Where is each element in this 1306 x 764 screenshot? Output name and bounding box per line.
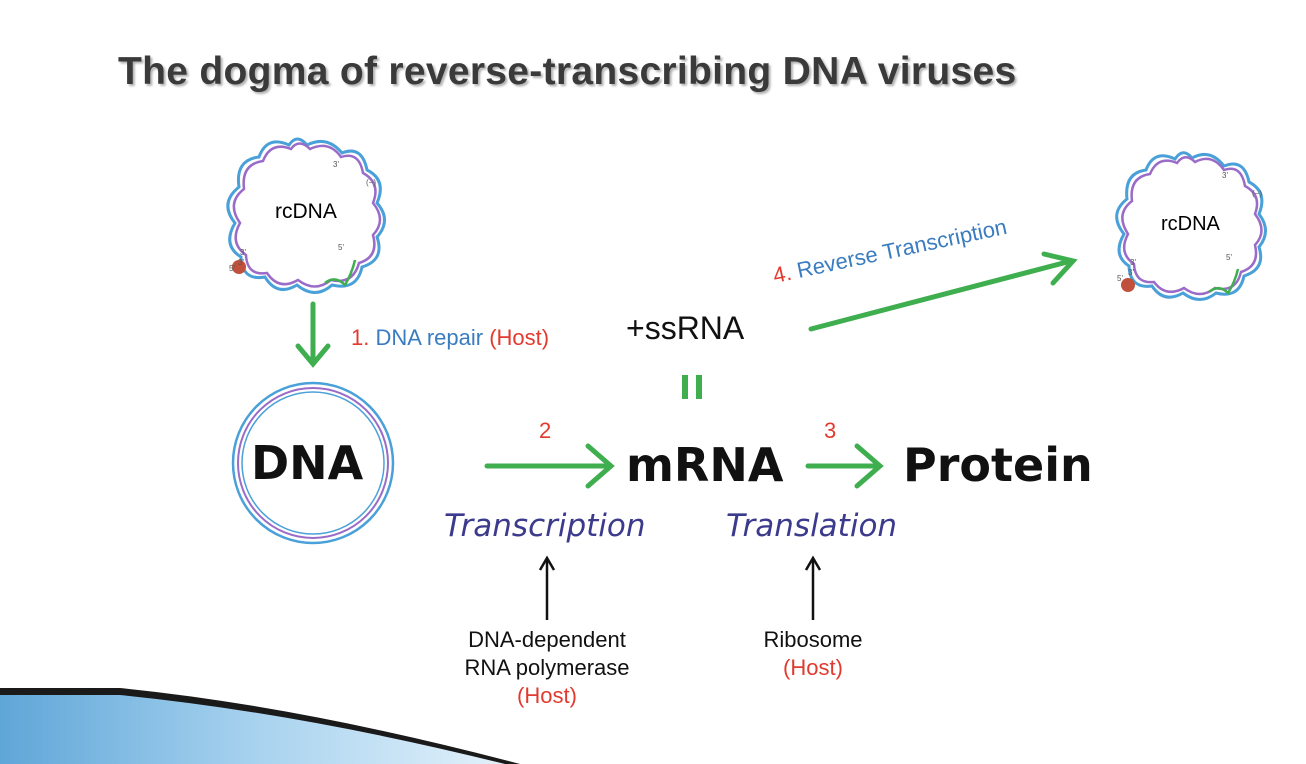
- end-label: 3': [333, 160, 339, 169]
- end-label: 5': [229, 264, 235, 273]
- protein-label: Protein: [903, 438, 1093, 492]
- end-label: 3': [240, 248, 246, 257]
- step1-label: 1. DNA repair (Host): [351, 325, 549, 351]
- transcription-label: Transcription: [444, 508, 646, 544]
- dna-circle-icon: [231, 381, 395, 545]
- arrow-up-ribosome-icon: [804, 555, 822, 620]
- equals-icon: [682, 375, 702, 399]
- arrow-reverse-transcription-icon: [808, 251, 1078, 332]
- rcdna-label-right: rcDNA: [1161, 213, 1220, 235]
- dna-label: DNA: [251, 436, 364, 490]
- polymerase-host: (Host): [517, 683, 577, 708]
- ribosome-line1: Ribosome: [763, 627, 863, 652]
- strand-label: (−): [1252, 189, 1262, 198]
- step2-number: 2: [539, 418, 552, 443]
- strand-label: (−): [366, 178, 376, 187]
- ribosome-label: Ribosome (Host): [740, 626, 886, 682]
- end-label: 5': [1117, 274, 1123, 283]
- end-label: 3': [238, 258, 244, 267]
- page-title: The dogma of reverse-transcribing DNA vi…: [118, 50, 1017, 93]
- step1-text: DNA repair: [375, 325, 484, 350]
- end-label: 3': [1128, 268, 1134, 277]
- polymerase-line1: DNA-dependent: [468, 627, 626, 652]
- step3-number: 3: [824, 418, 837, 443]
- translation-label: Translation: [726, 508, 898, 544]
- ribosome-host: (Host): [783, 655, 843, 680]
- polymerase-line2: RNA polymerase: [464, 655, 630, 680]
- arrow-down-icon: [295, 301, 331, 368]
- arrow-transcription-icon: [484, 443, 615, 489]
- step1-number: 1.: [351, 325, 370, 350]
- end-label: 5': [1226, 253, 1232, 262]
- ssrna-label: +ssRNA: [626, 310, 745, 346]
- mrna-label: mRNA: [626, 438, 784, 492]
- arrow-up-polymerase-icon: [538, 555, 556, 620]
- step1-host: (Host): [489, 325, 550, 350]
- end-label: 5': [338, 243, 344, 252]
- arrow-translation-icon: [805, 443, 884, 489]
- step4-number: 4.: [770, 259, 794, 289]
- rcdna-label-left: rcDNA: [275, 200, 337, 223]
- end-label: 3': [1222, 171, 1228, 180]
- polymerase-label: DNA-dependent RNA polymerase (Host): [445, 626, 649, 710]
- end-label: 3': [1130, 258, 1136, 267]
